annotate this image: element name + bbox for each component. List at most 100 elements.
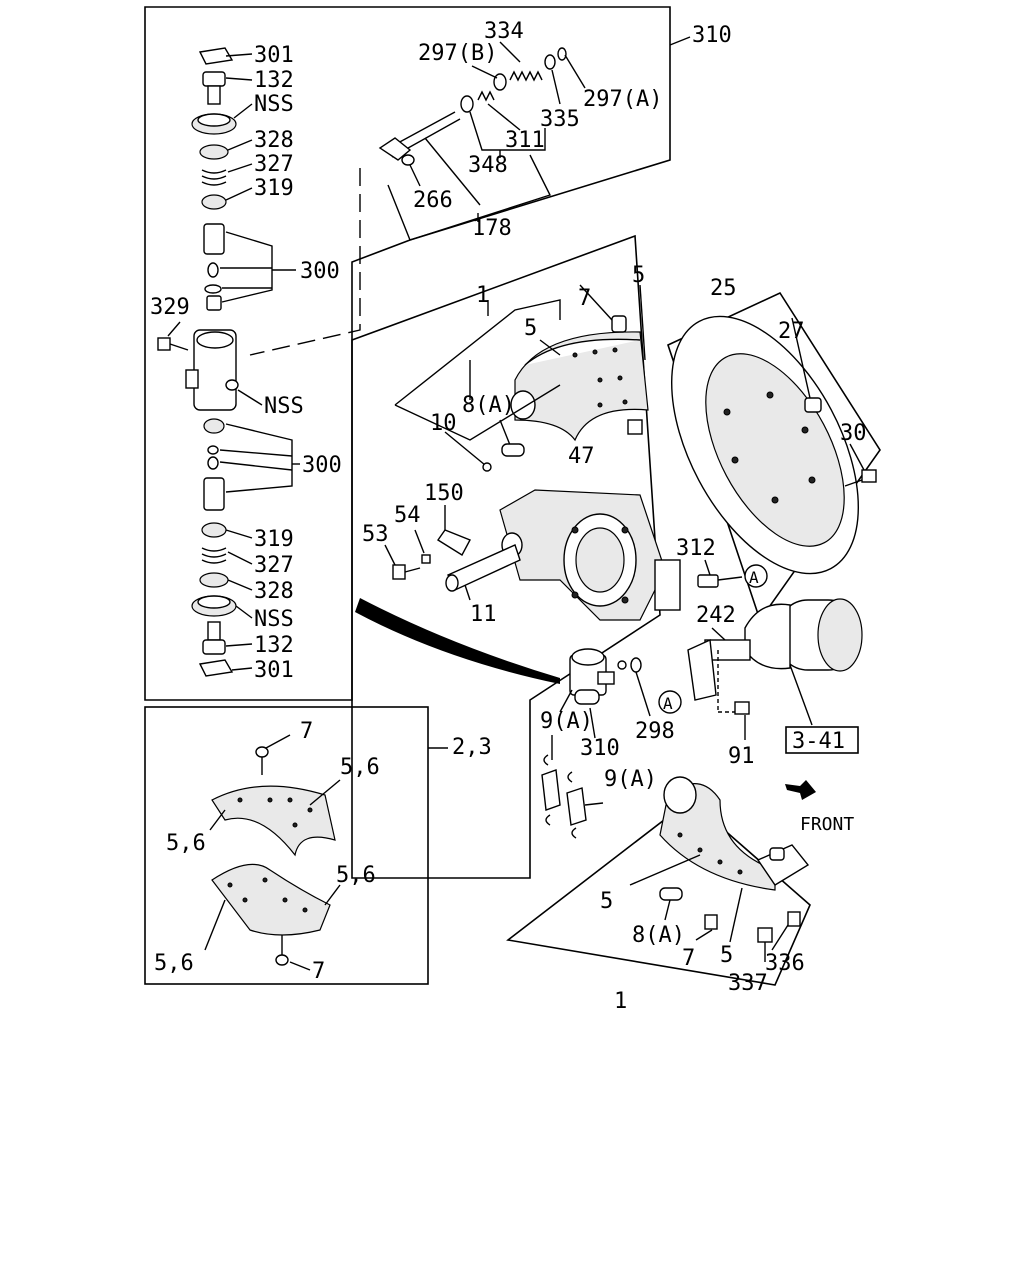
callout-311: 311 [505,128,545,153]
callout-335: 335 [540,107,580,132]
callout-348: 348 [468,153,508,178]
lower-shoe-frame [506,798,811,986]
callout-11: 11 [470,602,497,627]
front-label: FRONT [800,814,854,835]
ref-box-3-41 [785,726,859,754]
callout-150: 150 [424,481,464,506]
callout-337: 337 [728,971,768,996]
callout-266: 266 [413,188,453,213]
spring-334 [509,70,543,82]
callout-301-bot: 301 [254,658,294,683]
left-column-leaders [167,53,300,671]
callout-54: 54 [394,503,421,528]
seal-297a [557,47,567,61]
seal-297b [493,73,507,91]
wheel-cylinder-group-frame [144,6,671,701]
callout-9a-1: 9(A) [540,709,593,734]
circled-a-label-1: A [749,568,759,587]
spring-311 [477,90,495,102]
callout-8a-top: 8(A) [462,393,515,418]
callout-319-bot: 319 [254,527,294,552]
callout-301-top: 301 [254,43,294,68]
callout-310-mid: 310 [580,736,620,761]
cylinder-stack-top [191,47,237,311]
upper-shoe-leaders [394,284,646,472]
small-parts-53-54-150 [384,505,471,601]
callout-328-bot: 328 [254,579,294,604]
shoe-group-frame [351,234,661,879]
upper-brake-shoe [510,315,649,442]
callout-7-c: 7 [312,959,325,984]
middle-wheel-cylinder-310 [559,648,651,739]
backing-plate-frame [667,291,881,622]
fluid-hose-arc [355,598,560,684]
callout-nss-1: NSS [254,92,294,117]
callout-297b: 297(B) [418,41,497,66]
backing-plate-25 [670,315,877,575]
callout-25: 25 [710,276,737,301]
callout-297a: 297(A) [583,87,662,112]
callout-53: 53 [362,522,389,547]
adjuster-bolt-178 [378,111,461,166]
lining-kit-lower [204,863,341,971]
callout-329: 329 [150,295,190,320]
pins-9a [541,735,604,839]
callout-5-6-b: 5,6 [166,831,206,856]
callout-5-b: 5 [524,316,537,341]
callout-5-6-c: 5,6 [336,863,376,888]
brake-chamber [687,598,863,740]
callout-328-top: 328 [254,128,294,153]
callout-5-a: 5 [632,263,645,288]
bolt-312 [697,559,743,588]
callout-327-bot: 327 [254,553,294,578]
callout-nss-2: NSS [264,394,304,419]
callout-242: 242 [696,603,736,628]
callout-312: 312 [676,536,716,561]
callout-8a-bot: 8(A) [632,923,685,948]
cylinder-body [185,329,239,411]
circled-a-icon [744,564,768,588]
callout-178: 178 [472,216,512,241]
callout-298: 298 [635,719,675,744]
callout-7-b: 7 [300,719,313,744]
callout-10: 10 [430,411,457,436]
callout-319-top: 319 [254,176,294,201]
cylinder-stack-bottom [191,418,237,677]
callout-300-top: 300 [300,259,340,284]
callout-1-bot: 1 [614,989,627,1014]
ref-3-41[interactable]: 3-41 [792,729,845,754]
lining-kit-frame [144,706,429,985]
callout-5-c: 5 [600,889,613,914]
callout-2-3: 2,3 [452,735,492,760]
callout-327-top: 327 [254,152,294,177]
callout-7-d: 7 [682,946,695,971]
callout-nss-3: NSS [254,607,294,632]
callout-27: 27 [778,319,805,344]
callout-310-top: 310 [692,23,732,48]
bolt-329 [157,337,189,351]
lower-brake-shoe [629,776,810,962]
callout-91: 91 [728,744,755,769]
circled-a-icon [658,690,682,714]
callout-336: 336 [765,951,805,976]
callout-47: 47 [568,444,595,469]
callout-5-6-d: 5,6 [154,951,194,976]
callout-9a-2: 9(A) [604,767,657,792]
anchor-bracket-47 [499,489,681,621]
callout-30: 30 [840,421,867,446]
top-leaders [249,41,586,356]
callout-5-d: 5 [720,943,733,968]
lining-kit-upper [209,734,341,857]
callout-300-bot: 300 [302,453,342,478]
callout-132-top: 132 [254,68,294,93]
front-arrow-icon [785,780,816,800]
seal-335 [544,54,556,70]
callout-7-top: 7 [578,286,591,311]
callout-132-bot: 132 [254,633,294,658]
circled-a-label-2: A [663,694,673,713]
washer-348 [460,95,474,113]
callout-5-6-a: 5,6 [340,755,380,780]
callout-1-top: 1 [476,283,489,308]
callout-334: 334 [484,19,524,44]
